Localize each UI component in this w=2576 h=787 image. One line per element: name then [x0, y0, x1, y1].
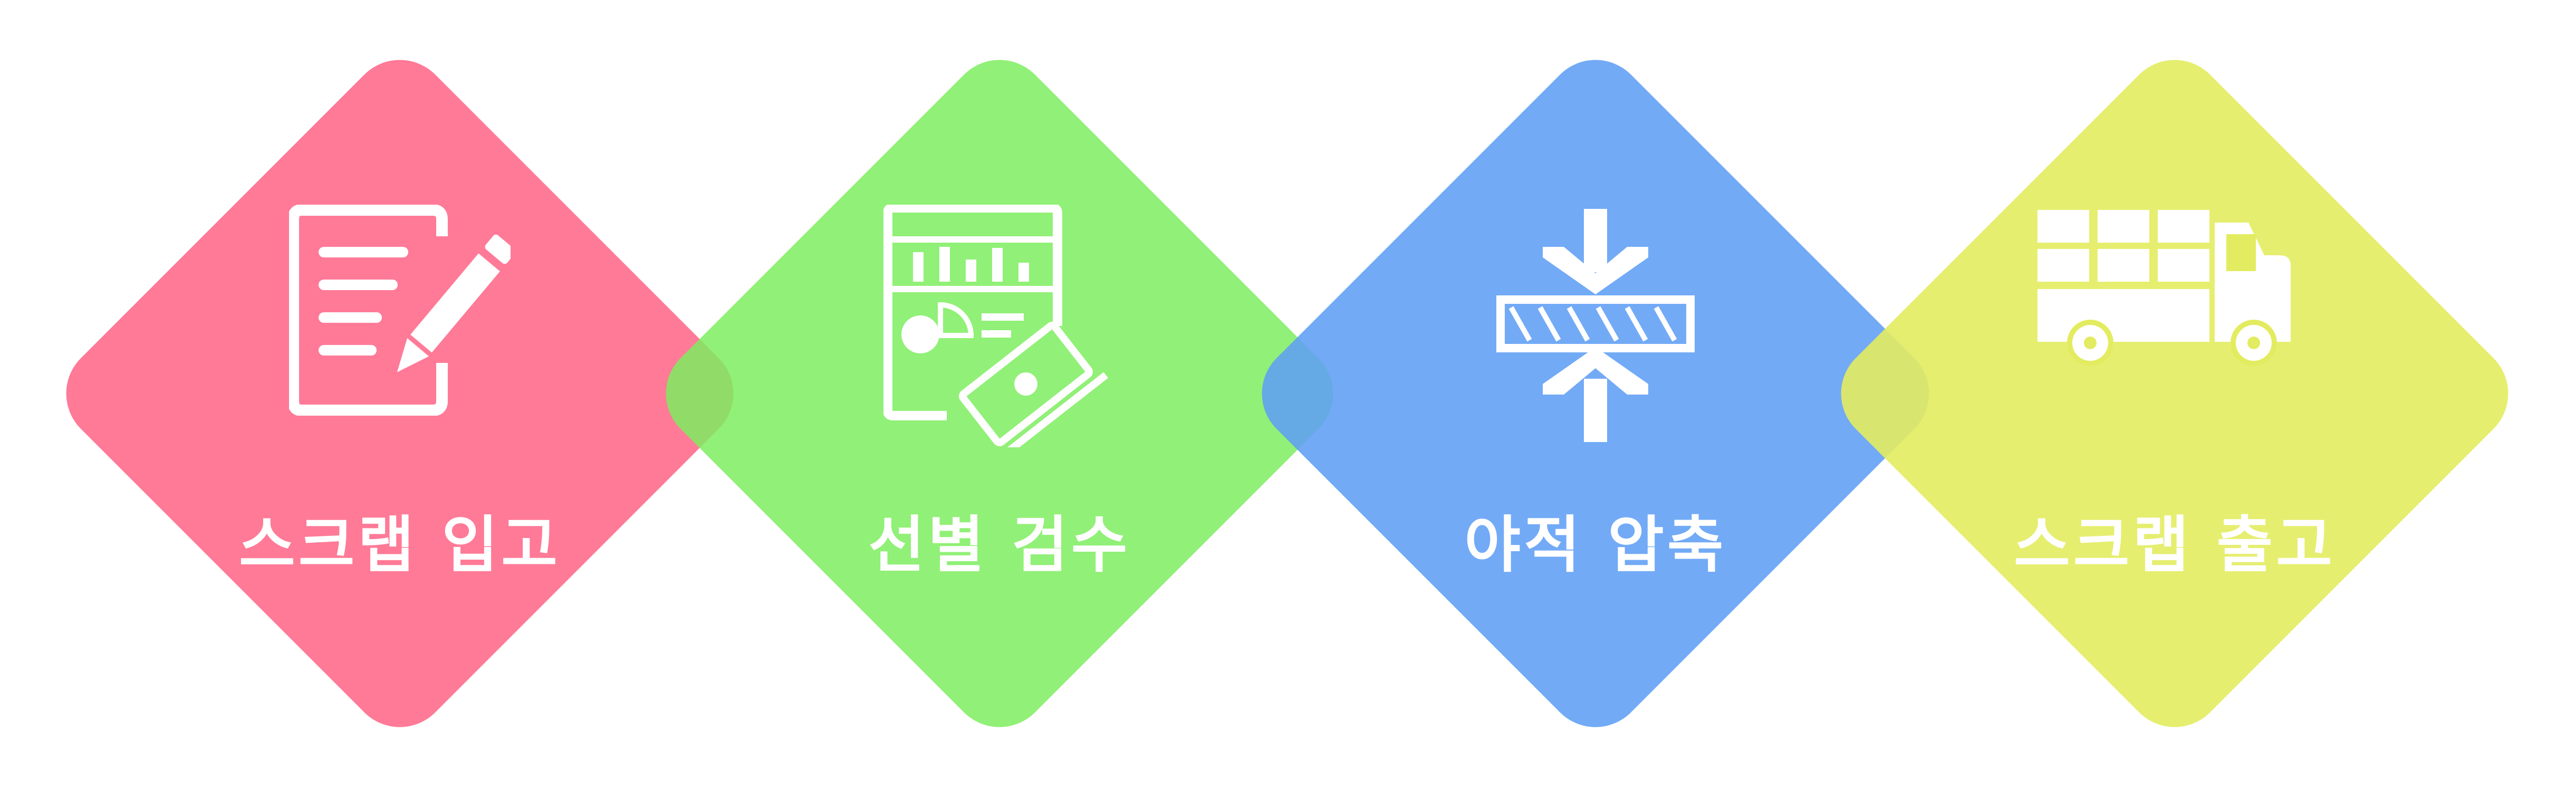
step-label: 스크랩 출고: [2014, 510, 2335, 581]
report-money-icon: [883, 205, 1116, 447]
step-label: 선별 검수: [868, 510, 1131, 581]
step-scrap-intake: 스크랩 입고: [37, 31, 763, 756]
document-edit-icon: [289, 205, 511, 416]
step-scrap-shipment: 스크랩 출고: [1812, 31, 2537, 756]
step-label: 야적 압축: [1464, 510, 1727, 581]
step-sorting-inspection: 선별 검수: [637, 31, 1362, 756]
step-label: 스크랩 입고: [239, 510, 561, 581]
compress-icon: [1490, 205, 1701, 447]
step-yard-compression: 야적 압축: [1233, 31, 1958, 756]
truck-icon: [2032, 205, 2317, 373]
